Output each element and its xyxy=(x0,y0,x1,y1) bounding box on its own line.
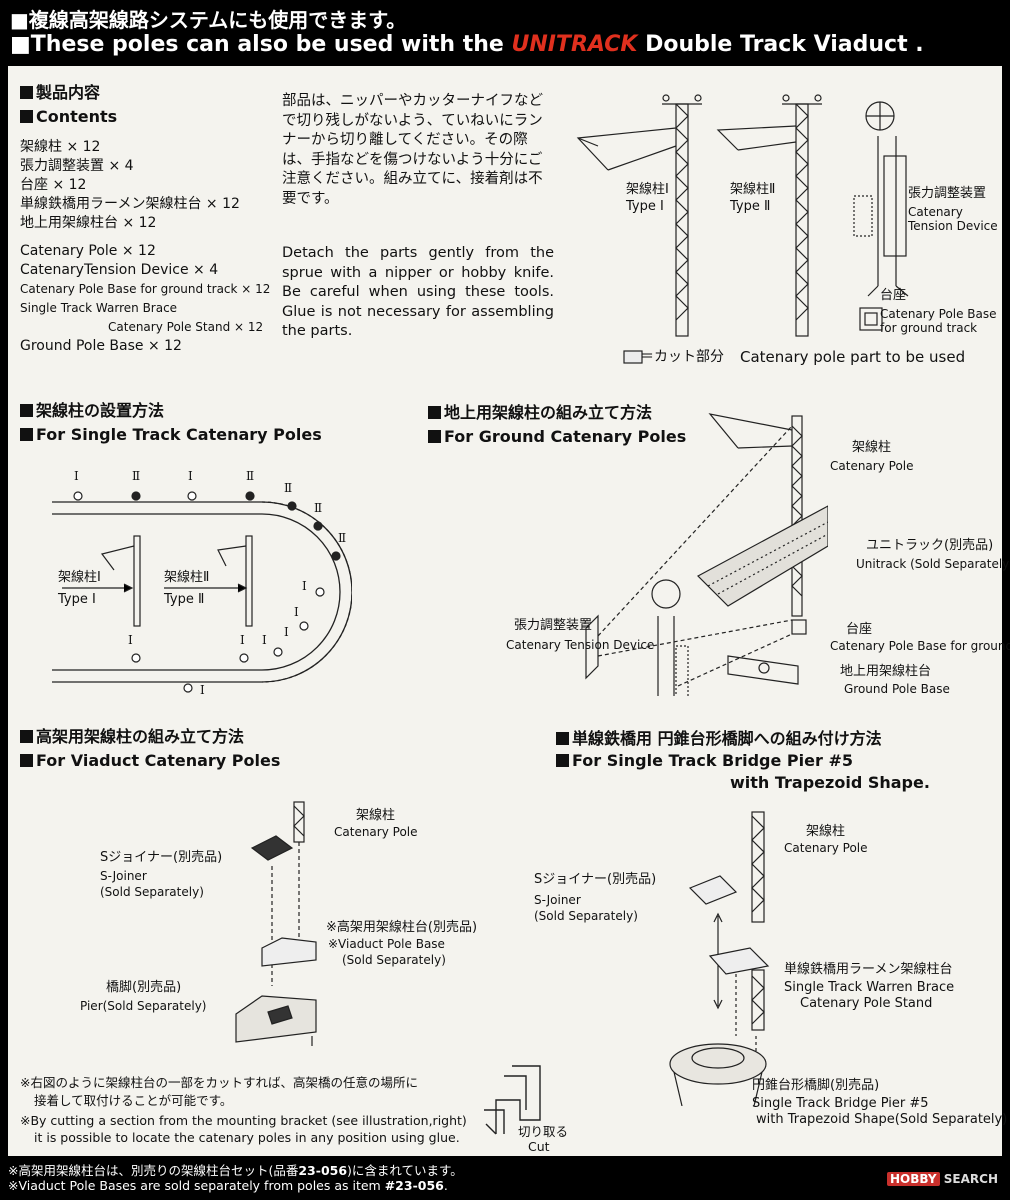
bridge-sjoiner-en1: S-Joiner xyxy=(534,893,581,907)
viaduct-title-jp: 高架用架線柱の組み立て方法 xyxy=(20,726,244,748)
bridge-diagram xyxy=(669,811,770,1106)
viaduct-sjoiner-jp: Sジョイナー(別売品) xyxy=(100,850,223,865)
mark-1b: Ⅰ xyxy=(188,469,193,483)
cut-en: Cut xyxy=(528,1139,550,1154)
footer-item-jp: 23-056 xyxy=(298,1163,348,1178)
mark-2a: Ⅱ xyxy=(132,469,140,483)
mark-1c: Ⅰ xyxy=(302,579,307,593)
mark-1g: Ⅰ xyxy=(240,633,245,647)
unitrack-logo: UNITRACK xyxy=(511,32,638,57)
bridge-title-en1: For Single Track Bridge Pier #5 xyxy=(556,750,853,772)
bridge-warren-jp: 単線鉄橋用ラーメン架線柱台 xyxy=(784,962,953,977)
ground-title-jp: 地上用架線柱の組み立て方法 xyxy=(428,402,652,424)
single-type2-en: Type Ⅱ xyxy=(164,592,205,607)
viaduct-title-en: For Viaduct Catenary Poles xyxy=(20,750,280,772)
viaduct-base-jp: ※高架用架線柱台(別売品) xyxy=(326,920,478,935)
cut-legend-en: Catenary pole part to be used xyxy=(740,348,966,366)
mark-1e: Ⅰ xyxy=(284,625,289,639)
type2-jp: 架線柱Ⅱ xyxy=(730,182,776,197)
mark-1d: Ⅰ xyxy=(294,605,299,619)
note-en: ※By cutting a section from the mounting … xyxy=(20,1113,467,1145)
cut-legend-jp: ＝カット部分 xyxy=(640,349,724,365)
mark-2c: Ⅱ xyxy=(284,481,292,495)
type1-en: Type Ⅰ xyxy=(626,199,664,214)
instruction-sheet: 製品内容 Contents 架線柱 × 12 張力調整装置 × 4 台座 × 1… xyxy=(8,66,1010,1156)
single-title-jp: 架線柱の設置方法 xyxy=(20,400,164,422)
footer-en: ※Viaduct Pole Bases are sold separately … xyxy=(8,1178,448,1193)
instructions-en: Detach the parts gently from the sprue w… xyxy=(282,245,554,339)
tension-en2: Tension Device xyxy=(908,219,998,233)
contents-list-jp: 架線柱 × 12 張力調整装置 × 4 台座 × 12 単線鉄橋用ラーメン架線柱… xyxy=(20,139,240,231)
contents-title-jp: 製品内容 xyxy=(20,82,100,104)
header-en-a: ■These poles can also be used with the xyxy=(10,32,512,57)
parts-diagram xyxy=(576,94,909,364)
single-type2-jp: 架線柱Ⅱ xyxy=(164,570,210,585)
bridge-warren-en2: Catenary Pole Stand xyxy=(800,996,933,1011)
single-type1-jp: 架線柱Ⅰ xyxy=(58,570,101,585)
ground-pole-base-en: Ground Pole Base xyxy=(844,682,950,696)
ground-base-jp: 台座 xyxy=(846,622,873,637)
cut-jp: 切り取る xyxy=(518,1124,569,1139)
type1-jp: 架線柱Ⅰ xyxy=(626,182,669,197)
bridge-pier-jp: 円錐台形橋脚(別売品) xyxy=(752,1078,880,1093)
footer-jp: ※高架用架線柱台は、別売りの架線柱台セット(品番23-056)に含まれています。 xyxy=(8,1163,463,1178)
unitrack-en: Unitrack (Sold Separately) xyxy=(856,557,1010,571)
ground-pole-jp: 架線柱 xyxy=(852,440,892,455)
single-type1-en: Type Ⅰ xyxy=(58,592,96,607)
mark-2e: Ⅱ xyxy=(338,531,346,545)
ground-pole-en: Catenary Pole xyxy=(830,459,914,473)
bridge-pole-jp: 架線柱 xyxy=(806,824,846,839)
viaduct-pier-jp: 橋脚(別売品) xyxy=(106,980,182,995)
base-en2: for ground track xyxy=(880,321,978,335)
bridge-pier-en1: Single Track Bridge Pier #5 xyxy=(752,1096,929,1111)
viaduct-pole-jp: 架線柱 xyxy=(356,808,396,823)
header-jp: ■複線高架線路システムにも使用できます。 xyxy=(10,8,407,32)
bridge-title-jp: 単線鉄橋用 円錐台形橋脚への組み付け方法 xyxy=(556,728,882,750)
tension-en1: Catenary xyxy=(908,205,963,219)
ground-title-en: For Ground Catenary Poles xyxy=(428,426,686,448)
tension-jp: 張力調整装置 xyxy=(908,186,987,201)
contents-list-en: Catenary Pole × 12 CatenaryTension Devic… xyxy=(20,243,271,354)
contents-title-en: Contents xyxy=(20,106,117,128)
bridge-sjoiner-jp: Sジョイナー(別売品) xyxy=(534,872,657,887)
mark-2b: Ⅱ xyxy=(246,469,254,483)
base-jp: 台座 xyxy=(880,288,907,303)
viaduct-diagram xyxy=(235,801,317,1046)
bridge-sjoiner-en2: (Sold Separately) xyxy=(534,909,638,923)
cut-diagram xyxy=(484,1065,541,1135)
ground-diagram xyxy=(585,413,828,696)
viaduct-base-en2: (Sold Separately) xyxy=(342,953,446,967)
note-jp: ※右図のように架線柱台の一部をカットすれば、高架橋の任意の場所に 接着して取付け… xyxy=(20,1075,418,1108)
base-en1: Catenary Pole Base xyxy=(880,307,997,321)
bridge-pole-en: Catenary Pole xyxy=(784,841,868,855)
bridge-warren-en1: Single Track Warren Brace xyxy=(784,980,955,995)
instructions-jp: 部品は、ニッパーやカッターナイフなどで切り残しがないよう、ていねいにランナーから… xyxy=(282,93,543,207)
viaduct-pole-en: Catenary Pole xyxy=(334,825,418,839)
viaduct-pier-en: Pier(Sold Separately) xyxy=(80,999,207,1013)
ground-tension-en: Catenary Tension Device xyxy=(506,638,655,652)
mark-1a: Ⅰ xyxy=(74,469,79,483)
single-title-en: For Single Track Catenary Poles xyxy=(20,424,322,446)
hobbysearch-watermark: HOBBY SEARCH xyxy=(887,1172,998,1186)
footer-item-en: #23-056 xyxy=(384,1178,444,1193)
ground-tension-jp: 張力調整装置 xyxy=(514,618,593,633)
viaduct-sjoiner-en1: S-Joiner xyxy=(100,869,147,883)
ground-base-en: Catenary Pole Base for ground track xyxy=(830,639,1010,653)
viaduct-sjoiner-en2: (Sold Separately) xyxy=(100,885,204,899)
mark-1h: Ⅰ xyxy=(128,633,133,647)
bridge-pier-en2: with Trapezoid Shape(Sold Separately) xyxy=(756,1112,1008,1127)
mark-1f: Ⅰ xyxy=(262,633,267,647)
unitrack-jp: ユニトラック(別売品) xyxy=(866,538,994,553)
bridge-title-en2: with Trapezoid Shape. xyxy=(730,773,930,792)
mark-2d: Ⅱ xyxy=(314,501,322,515)
type2-en: Type Ⅱ xyxy=(730,199,771,214)
viaduct-base-en1: ※Viaduct Pole Base xyxy=(328,937,445,951)
header-en-b: Double Track Viaduct . xyxy=(637,32,924,57)
mark-1i: Ⅰ xyxy=(200,683,205,696)
single-track-diagram: Ⅰ Ⅱ Ⅰ Ⅱ Ⅱ Ⅱ Ⅱ Ⅰ Ⅰ Ⅰ Ⅰ Ⅰ Ⅰ Ⅰ xyxy=(52,469,352,696)
header-en: ■These poles can also be used with the U… xyxy=(10,32,924,57)
ground-pole-base-jp: 地上用架線柱台 xyxy=(840,664,932,679)
